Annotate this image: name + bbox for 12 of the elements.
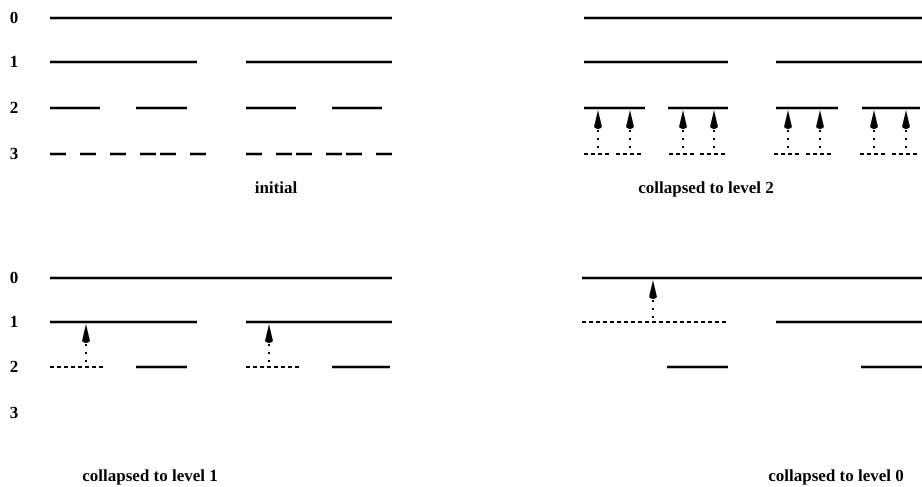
level-number: 1 <box>10 312 18 332</box>
level-number: 2 <box>10 357 18 377</box>
panel-caption: collapsed to level 0 <box>768 466 904 486</box>
level-number: 2 <box>10 98 18 118</box>
level-number: 0 <box>10 268 18 288</box>
level-number: 3 <box>10 144 18 164</box>
level-number: 0 <box>10 8 18 28</box>
panel-caption: collapsed to level 2 <box>638 178 774 198</box>
level-number: 3 <box>10 403 18 423</box>
level-number: 1 <box>10 52 18 72</box>
panel-caption: initial <box>254 178 298 198</box>
panel-caption: collapsed to level 1 <box>82 466 218 486</box>
